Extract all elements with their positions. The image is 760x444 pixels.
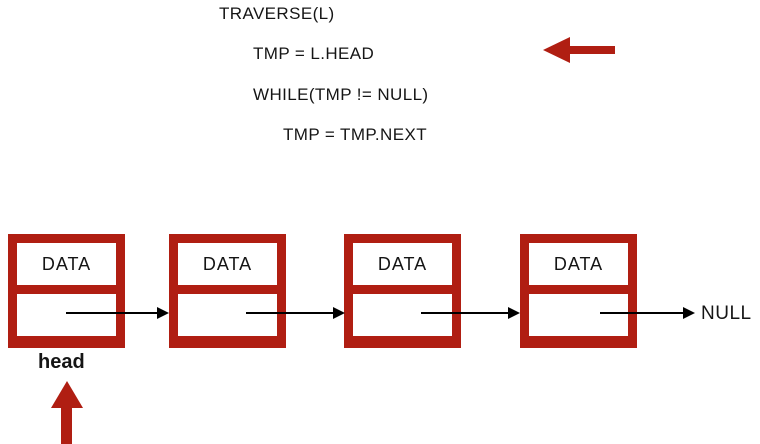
next-pointer-arrow-null — [600, 307, 695, 319]
node-cell-divider — [178, 285, 277, 294]
arrow-head-icon — [508, 307, 520, 319]
arrow-head-icon — [333, 307, 345, 319]
node-data-cell: DATA — [553, 253, 604, 274]
next-pointer-arrow-1 — [66, 307, 169, 319]
up-arrow-head — [50, 381, 83, 408]
code-line-tmp-head: TMP = L.HEAD — [253, 44, 375, 63]
left-arrow-head — [543, 37, 570, 63]
next-pointer-arrow-3 — [421, 307, 520, 319]
node-data-cell: DATA — [41, 253, 92, 274]
node-data-cell: DATA — [377, 253, 428, 274]
head-label: head — [38, 351, 85, 373]
up-arrow-icon — [50, 381, 83, 444]
arrow-head-icon — [683, 307, 695, 319]
node-cell-divider — [529, 285, 628, 294]
left-arrow-icon — [543, 37, 615, 63]
arrow-head-icon — [157, 307, 169, 319]
next-pointer-arrow-2 — [246, 307, 345, 319]
left-arrow-stem — [568, 46, 615, 54]
code-line-tmp-next: TMP = TMP.NEXT — [283, 125, 427, 144]
list-node-2: DATA — [169, 234, 286, 348]
list-node-4: DATA — [520, 234, 637, 348]
node-data-cell: DATA — [202, 253, 253, 274]
list-node-3: DATA — [344, 234, 461, 348]
up-arrow-stem — [61, 408, 72, 444]
code-line-while: WHILE(TMP != NULL) — [253, 85, 429, 104]
node-cell-divider — [17, 285, 116, 294]
list-node-1: DATA — [8, 234, 125, 348]
code-line-traverse: TRAVERSE(L) — [219, 4, 335, 23]
null-label: NULL — [701, 303, 752, 324]
node-cell-divider — [353, 285, 452, 294]
